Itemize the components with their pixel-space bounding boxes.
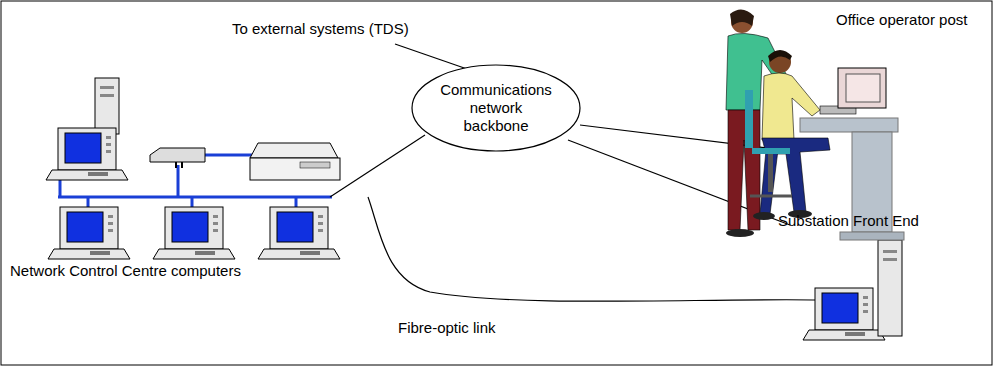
label: Fibre-optic link: [398, 319, 496, 337]
computer: [153, 207, 235, 259]
tower: [878, 240, 902, 336]
label: To external systems (TDS): [232, 20, 409, 38]
printer: [250, 143, 340, 180]
computer: [803, 288, 885, 340]
office-operators: [726, 9, 904, 240]
network-ellipse: Communications network backbone: [411, 64, 581, 152]
label: Office operator post: [836, 11, 967, 29]
label: Substation Front End: [778, 212, 919, 230]
modem: [150, 148, 205, 162]
label: Network Control Centre computers: [10, 262, 241, 280]
tower: [95, 78, 119, 134]
node-text: Communications network backbone: [436, 81, 556, 135]
computer: [46, 128, 128, 180]
computer: [48, 207, 130, 259]
computer: [258, 207, 340, 259]
